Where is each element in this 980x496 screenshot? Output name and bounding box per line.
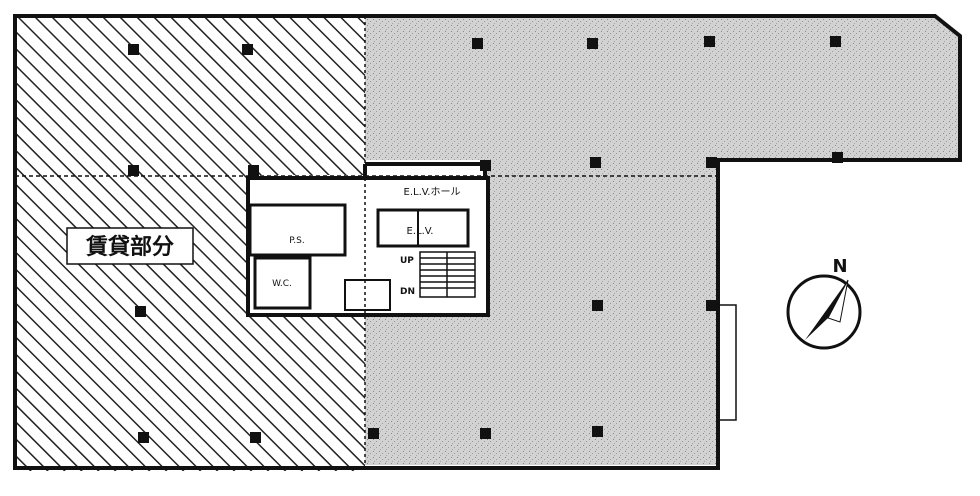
column	[242, 44, 253, 55]
ev-hall-label: E.L.V.ホール	[404, 186, 461, 198]
column	[250, 432, 261, 443]
column	[590, 157, 601, 168]
elv-label: E.L.V.	[407, 226, 434, 237]
common-area	[365, 16, 960, 465]
column	[128, 44, 139, 55]
wc-label: W.C.	[272, 279, 292, 289]
ps-label: P.S.	[289, 236, 304, 246]
compass: N	[786, 256, 862, 350]
compass-ring-icon	[786, 274, 862, 350]
compass-needle-icon	[805, 280, 848, 340]
column	[832, 152, 843, 163]
column	[830, 36, 841, 47]
rental-label-box: 賃貸部分	[66, 227, 194, 265]
dn-label: DN	[400, 287, 415, 297]
compass-label: N	[832, 256, 847, 277]
rental-label: 賃貸部分	[85, 234, 174, 260]
window-bay	[717, 304, 737, 421]
column	[592, 426, 603, 437]
column	[135, 306, 146, 317]
up-label: UP	[400, 256, 414, 266]
column	[480, 428, 491, 439]
column	[592, 300, 603, 311]
column	[138, 432, 149, 443]
column	[706, 157, 717, 168]
column	[704, 36, 715, 47]
column	[248, 165, 259, 176]
stairs	[419, 251, 476, 298]
column	[368, 428, 379, 439]
column	[480, 160, 491, 171]
columns	[128, 36, 843, 443]
column	[128, 165, 139, 176]
column	[587, 38, 598, 49]
column	[472, 38, 483, 49]
column	[706, 300, 717, 311]
